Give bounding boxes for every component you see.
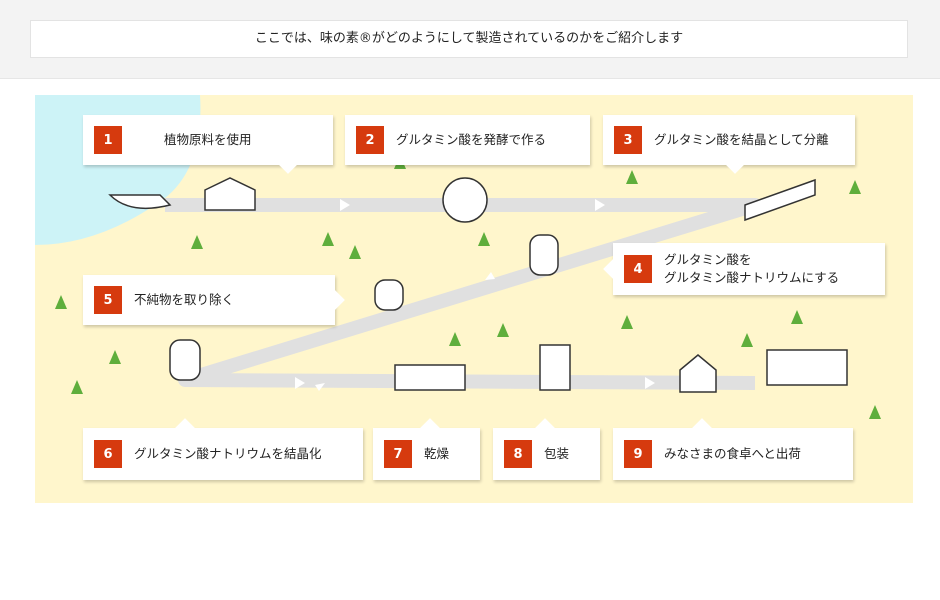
step-label: 包装	[544, 446, 570, 461]
boat	[108, 194, 172, 210]
tank-5	[374, 279, 404, 311]
step-2-callout: 2 グルタミン酸を発酵で作る	[345, 115, 590, 165]
factory-1	[204, 177, 256, 211]
step-number: 1	[94, 126, 122, 154]
step-number: 8	[504, 440, 532, 468]
step-number: 4	[624, 255, 652, 283]
truck	[766, 349, 848, 386]
tank-4	[529, 234, 559, 276]
intro-box: ここでは、味の素®がどのようにして製造されているのかをご紹介します	[30, 20, 908, 58]
step-label-line2: グルタミン酸ナトリウムにする	[664, 270, 840, 285]
step-7-callout: 7 乾燥	[373, 418, 480, 480]
step-number: 2	[356, 126, 384, 154]
step-label: 植物原料を使用	[164, 132, 252, 147]
step-number: 3	[614, 126, 642, 154]
step-label: みなさまの食卓へと出荷	[664, 446, 801, 461]
factory-3	[744, 178, 816, 222]
step-8-callout: 8 包装	[493, 418, 600, 480]
step-label: 乾燥	[424, 446, 450, 461]
step-9-callout: 9 みなさまの食卓へと出荷	[613, 418, 853, 480]
header-bar: ここでは、味の素®がどのようにして製造されているのかをご紹介します	[0, 0, 940, 79]
step-label: 不純物を取り除く	[134, 292, 235, 307]
intro-text: ここでは、味の素®がどのようにして製造されているのかをご紹介します	[254, 31, 684, 46]
step-5-callout: 5 不純物を取り除く	[83, 275, 345, 325]
step-label: グルタミン酸を結晶として分離	[654, 132, 829, 147]
fermenter-tank	[442, 177, 488, 223]
process-map: 1 植物原料を使用 2 グルタミン酸を発酵で作る 3 グルタミン酸を結晶として分…	[35, 95, 913, 503]
step-3-callout: 3 グルタミン酸を結晶として分離	[603, 115, 855, 174]
step-label: グルタミン酸を発酵で作る	[396, 132, 547, 147]
warehouse	[679, 354, 717, 393]
step-1-callout: 1 植物原料を使用	[83, 115, 333, 174]
step-6-callout: 6 グルタミン酸ナトリウムを結晶化	[83, 418, 363, 480]
step-number: 5	[94, 286, 122, 314]
packaging-building	[539, 344, 571, 391]
buildings	[108, 177, 848, 393]
tank-6	[169, 339, 201, 381]
step-4-callout: 4 グルタミン酸をグルタミン酸ナトリウムにする	[603, 243, 885, 295]
step-number: 6	[94, 440, 122, 468]
dryer	[394, 364, 466, 391]
step-number: 7	[384, 440, 412, 468]
step-label: グルタミン酸ナトリウムを結晶化	[134, 446, 322, 461]
step-label-line1: グルタミン酸を	[664, 252, 752, 267]
step-number: 9	[624, 440, 652, 468]
